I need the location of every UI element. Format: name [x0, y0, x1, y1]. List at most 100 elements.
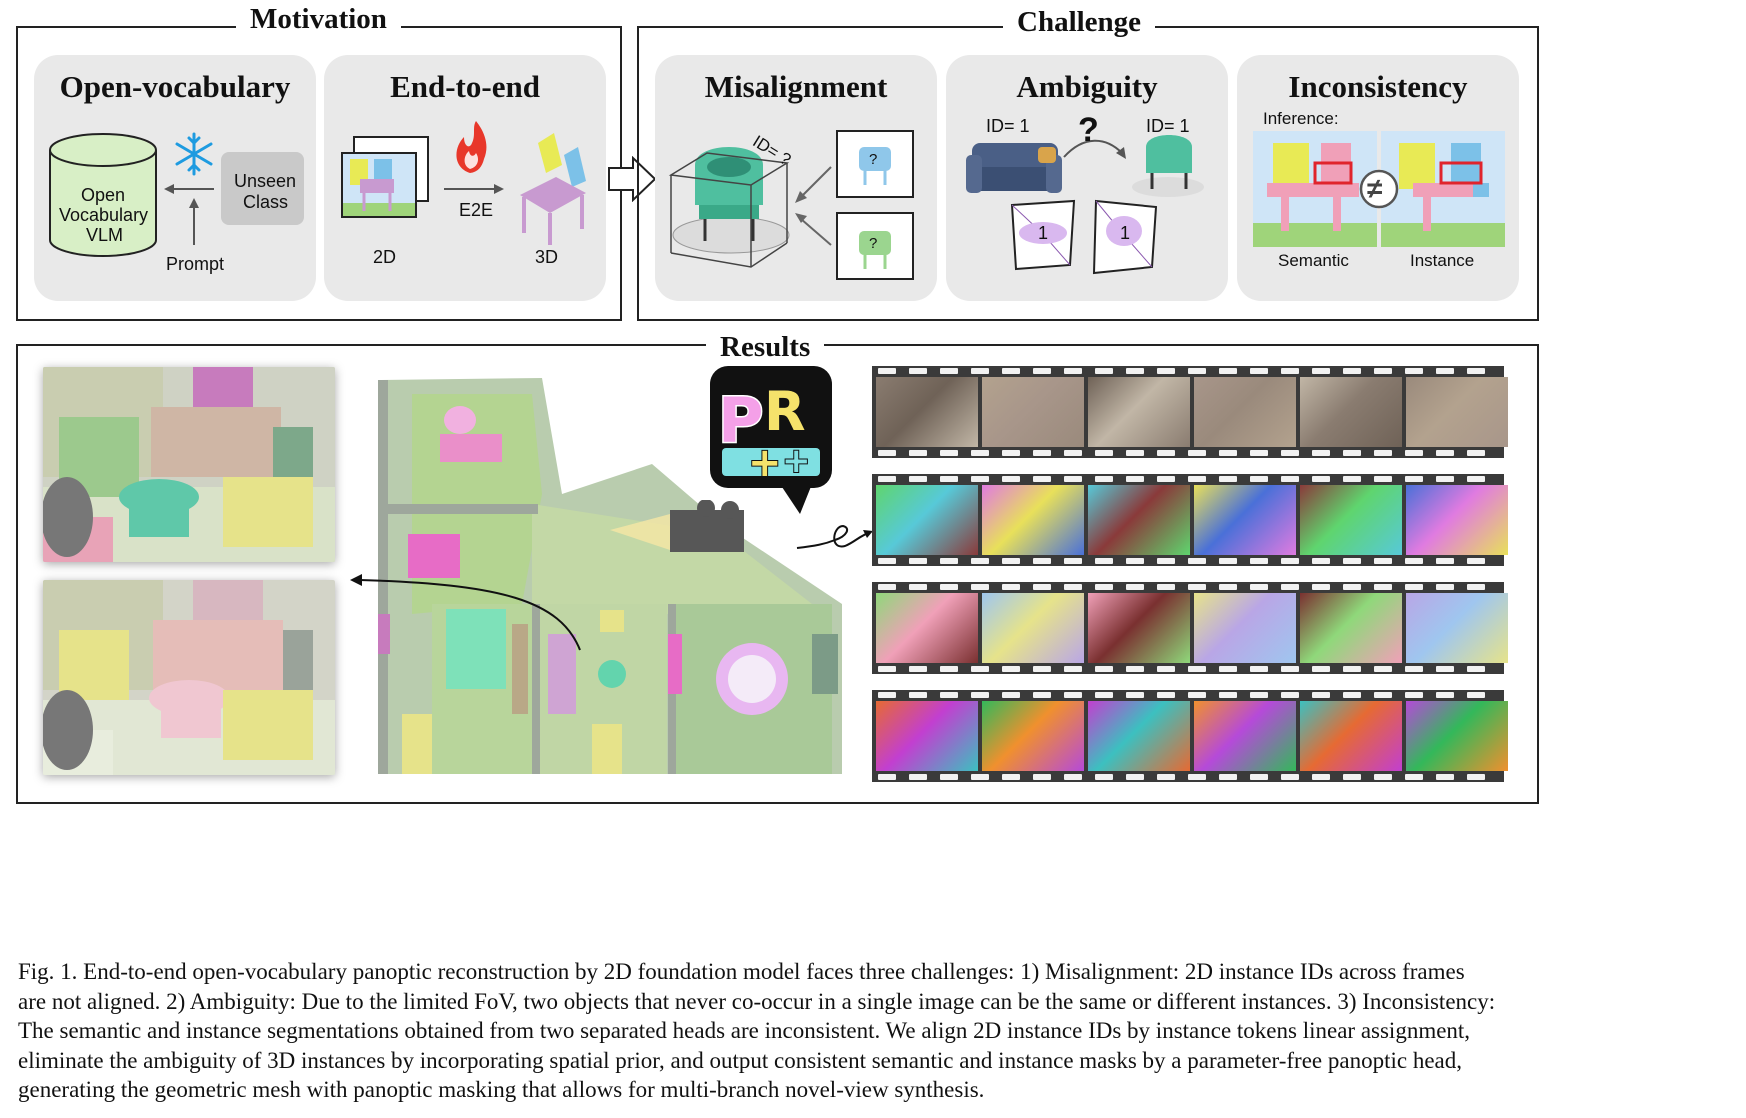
film-sprocket: [1095, 774, 1113, 780]
svg-text:+: +: [782, 441, 811, 481]
id-right-label: ID= 1: [1146, 116, 1190, 136]
film-frame: [982, 593, 1084, 663]
film-sprocket: [909, 584, 927, 590]
film-sprocket: [1343, 774, 1361, 780]
film-sprocket: [1343, 476, 1361, 482]
film-sprocket: [940, 666, 958, 672]
film-sprocket: [1033, 450, 1051, 456]
film-sprocket: [1188, 558, 1206, 564]
film-sprocket: [1126, 476, 1144, 482]
film-sprocket: [909, 368, 927, 374]
end-to-end-panel: End-to-end 2D E2E: [324, 55, 606, 301]
film-sprocket: [1343, 666, 1361, 672]
mask-frame-left-icon: [1010, 199, 1076, 271]
film-sprocket: [1126, 666, 1144, 672]
film-sprocket: [1064, 450, 1082, 456]
film-sprocket: [1250, 558, 1268, 564]
not-equal-badge: [1359, 169, 1399, 209]
film-sprocket: [878, 666, 896, 672]
film-sprocket: [878, 584, 896, 590]
film-frame: [1406, 485, 1508, 555]
ambiguity-title: Ambiguity: [1016, 69, 1158, 104]
inconsistency-diagram: [1253, 131, 1505, 247]
film-sprocket: [878, 774, 896, 780]
film-sprocket: [1281, 558, 1299, 564]
film-sprocket: [1219, 476, 1237, 482]
caption-line-1: Fig. 1. End-to-end open-vocabulary panop…: [18, 959, 1465, 984]
film-sprocket: [1157, 476, 1175, 482]
misalignment-title: Misalignment: [704, 69, 888, 104]
film-sprocket: [909, 450, 927, 456]
film-sprocket: [1002, 368, 1020, 374]
film-sprocket: [1281, 774, 1299, 780]
film-sprocket: [1436, 476, 1454, 482]
open-vocabulary-panel: Open-vocabulary Open Vocabulary VLM Unse…: [34, 55, 316, 301]
film-sprocket: [1436, 368, 1454, 374]
film-sprocket: [1064, 774, 1082, 780]
pr-logo-bubble: P R + +: [708, 364, 834, 516]
panoptic-mesh-floorplan: [372, 374, 848, 780]
film-sprocket: [1374, 584, 1392, 590]
film-strip-4: [872, 690, 1508, 782]
film-sprocket: [1064, 476, 1082, 482]
image-stack-icon: [341, 136, 429, 218]
film-sprocket: [1312, 584, 1330, 590]
film-sprocket: [1436, 584, 1454, 590]
ambiguity-panel: Ambiguity ID= 1 ID= 1 ? 1 1: [946, 55, 1228, 301]
semantic-mask-image: [1253, 131, 1377, 247]
film-sprocket: [1312, 666, 1330, 672]
film-sprocket: [1374, 666, 1392, 672]
film-sprocket: [1002, 692, 1020, 698]
film-sprocket: [1436, 774, 1454, 780]
film-sprocket: [1281, 450, 1299, 456]
film-sprocket: [1219, 450, 1237, 456]
film-sprocket: [1374, 692, 1392, 698]
figure-caption: Fig. 1. End-to-end open-vocabulary panop…: [18, 957, 1730, 1105]
film-sprocket: [971, 666, 989, 672]
svg-text:R: R: [764, 380, 806, 443]
film-sprocket: [1405, 774, 1423, 780]
end-to-end-title: End-to-end: [390, 69, 540, 104]
film-sprocket: [1343, 584, 1361, 590]
film-sprocket: [1436, 666, 1454, 672]
film-frame: [1194, 377, 1296, 447]
prompt-label: Prompt: [166, 254, 225, 274]
film-frame: [876, 485, 978, 555]
film-sprocket: [1095, 476, 1113, 482]
film-sprocket: [1405, 476, 1423, 482]
film-frame: [1194, 593, 1296, 663]
cylinder-text-line3: VLM: [86, 225, 124, 245]
caption-line-3: The semantic and instance segmentations …: [18, 1018, 1471, 1043]
film-frame: [1406, 701, 1508, 771]
misalignment-diagram: [668, 130, 914, 280]
camera-icon: [610, 500, 744, 552]
film-sprocket: [1064, 692, 1082, 698]
instance-mask-image: [1381, 131, 1505, 247]
film-frame: [1088, 701, 1190, 771]
inconsistency-panel: Inconsistency Inference: ≠ Semantic Inst…: [1237, 55, 1519, 301]
film-sprocket: [1033, 666, 1051, 672]
film-sprocket: [1126, 584, 1144, 590]
film-sprocket: [1467, 692, 1485, 698]
open-vocab-diagram: [49, 132, 304, 257]
film-sprocket: [940, 368, 958, 374]
film-frame: [1300, 485, 1402, 555]
film-sprocket: [1188, 774, 1206, 780]
film-sprocket: [1126, 774, 1144, 780]
misalignment-panel: Misalignment ID= ? ? ?: [655, 55, 937, 301]
film-sprocket: [1033, 692, 1051, 698]
inconsistency-title: Inconsistency: [1288, 69, 1468, 104]
film-sprocket: [940, 476, 958, 482]
film-sprocket: [1312, 774, 1330, 780]
film-sprocket: [971, 584, 989, 590]
svg-text:P: P: [718, 384, 763, 457]
film-sprocket: [1436, 450, 1454, 456]
film-sprocket: [1436, 558, 1454, 564]
label-3d: 3D: [535, 247, 559, 267]
film-frame: [1194, 701, 1296, 771]
film-sprocket: [1405, 666, 1423, 672]
film-sprocket: [1033, 584, 1051, 590]
film-frame: [1300, 701, 1402, 771]
film-sprocket: [1126, 692, 1144, 698]
query-mark-bottom: ?: [869, 235, 878, 252]
